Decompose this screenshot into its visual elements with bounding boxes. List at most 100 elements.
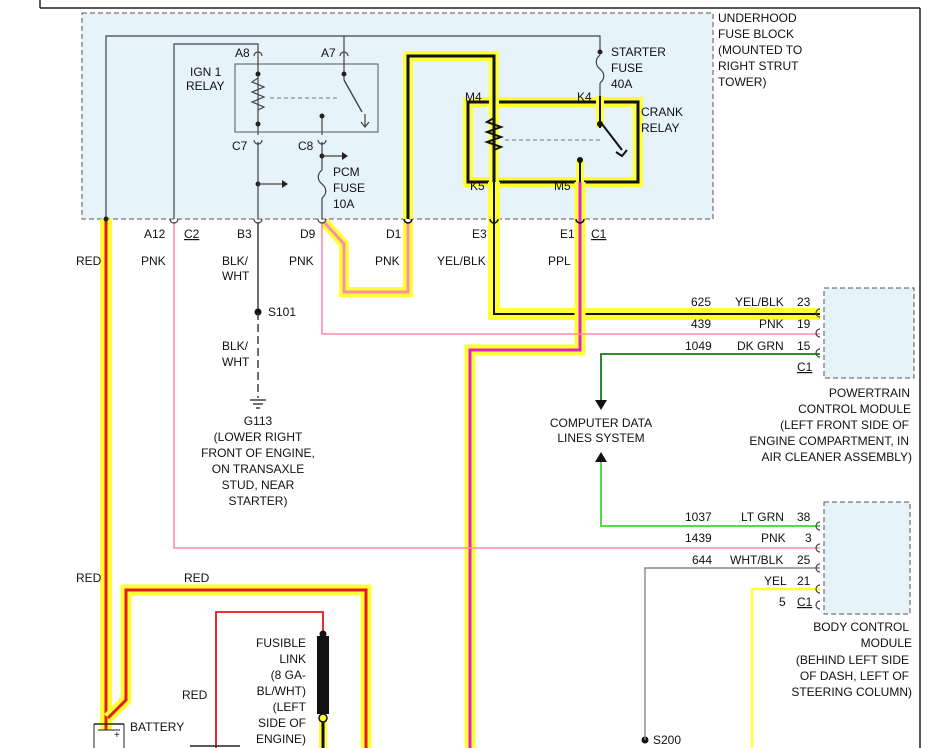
yel-wire: [750, 587, 820, 748]
pin-m5: M5: [554, 179, 571, 193]
fusible-label-2: LINK: [279, 652, 306, 666]
fusible-label-4: BL/WHT): [257, 684, 306, 698]
ign-contact-node-1: [319, 113, 325, 119]
fuse-block-title-1: UNDERHOOD: [718, 11, 797, 25]
bcm-color-yel: YEL: [764, 574, 787, 588]
ign-switch-arm: [343, 79, 363, 113]
splice-s200-label: S200: [653, 733, 681, 747]
m5-inner-node: [577, 157, 583, 163]
ground-label: G113 (LOWER RIGHT FRONT OF ENGINE, ON TR…: [201, 414, 315, 508]
pin-m4: M4: [465, 90, 482, 104]
ground-label-2: (LOWER RIGHT: [214, 430, 303, 444]
pcm-fuse-label-2: FUSE: [333, 181, 365, 195]
pin-a12: A12: [144, 227, 166, 241]
crank-switch-contact: [615, 149, 628, 158]
bcm-label-4: OF DASH, LEFT OF: [800, 669, 909, 683]
bcm-pin-5: 5: [779, 595, 786, 609]
a7-connector: [339, 51, 349, 57]
wire-pnk-d1: PNK: [375, 254, 400, 268]
splice-s101-label: S101: [268, 305, 296, 319]
a8-connector: [253, 51, 263, 57]
pin-a7: A7: [321, 46, 336, 60]
ign-relay-label-1: IGN 1: [190, 65, 222, 79]
d9-d1-pink-wire: [322, 220, 410, 294]
ign-1-relay: IGN 1 RELAY A8 A7 C7 C8: [173, 36, 379, 219]
wire-blk-wht-top-2: WHT: [222, 269, 250, 283]
wire-pnk-a12: PNK: [141, 254, 166, 268]
data-lines-label-2: LINES SYSTEM: [557, 431, 644, 445]
pcm-pin-19: 19: [797, 317, 811, 331]
fusible-link-label: FUSIBLE LINK (8 GA- BL/WHT) (LEFT SIDE O…: [256, 636, 307, 746]
pcm-color-pnk: PNK: [759, 317, 784, 331]
starter-fuse-icon: [595, 54, 605, 84]
wire-yel-blk: YEL/BLK: [437, 254, 486, 268]
pcm-label-1: POWERTRAIN: [829, 386, 910, 400]
wire-blk-wht-bottom-2: WHT: [222, 355, 250, 369]
bcm-circuit-1439: 1439: [685, 531, 712, 545]
pin-d1: D1: [386, 227, 402, 241]
wire-blk-wht-top-1: BLK/: [222, 254, 249, 268]
bcm-label-3: (BEHIND LEFT SIDE: [796, 653, 909, 667]
pcm-fuse-label-1: PCM: [333, 165, 360, 179]
bcm-color-wht-blk: WHT/BLK: [730, 553, 783, 567]
d1-wire: [406, 54, 496, 219]
pin-k4: K4: [577, 90, 592, 104]
pin-a8: A8: [235, 46, 250, 60]
data-lines-label-1: COMPUTER DATA: [550, 416, 652, 430]
pcm-circuit-439: 439: [691, 317, 711, 331]
bcm-color-lt-grn: LT GRN: [741, 510, 784, 524]
crank-coil-icon: [484, 117, 504, 151]
fusible-link-body: [317, 636, 329, 714]
a8-feed-wire: [173, 43, 259, 219]
pcm-color-yel-blk: YEL/BLK: [735, 295, 784, 309]
fuse-block-title-5: TOWER): [718, 75, 766, 89]
fusible-label-6: SIDE OF: [258, 716, 306, 730]
pcm-fuse-branch-arrow-icon: [342, 152, 348, 160]
bcm-connector-c1: C1: [797, 595, 813, 609]
fusible-label-5: (LEFT: [273, 700, 307, 714]
pin-d9: D9: [300, 227, 316, 241]
c7-branch-arrow-icon: [282, 180, 288, 188]
pcm-fuse: PCM FUSE 10A: [317, 142, 365, 219]
pcm-connector-c1: C1: [797, 360, 813, 374]
pcm-box: [823, 287, 915, 379]
internal-bus-wire: [105, 35, 601, 219]
crank-switch-node: [597, 121, 603, 127]
pcm-fuse-label-3: 10A: [333, 197, 354, 211]
wire-red-mid-left: RED: [76, 571, 102, 585]
ground-label-6: STARTER): [229, 494, 288, 508]
pcm-circuit-1049: 1049: [685, 339, 712, 353]
pcm-connector-pins: [815, 308, 821, 358]
starter-fuse-node: [597, 49, 603, 55]
pcm-pin-23: 23: [797, 295, 811, 309]
bcm-pin-21: 21: [797, 574, 811, 588]
crank-relay-box: [466, 100, 640, 184]
block-pin-connectors: [103, 216, 585, 224]
battery-icon: +: [93, 723, 240, 748]
crank-switch-arm: [601, 123, 623, 151]
data-up-arrow-icon: [595, 452, 607, 462]
bcm-label-1: BODY CONTROL: [813, 620, 909, 634]
powertrain-control-module: 625 YEL/BLK 23 439 PNK 19 1049 DK GRN 15…: [685, 287, 915, 464]
bcm-circuit-644: 644: [692, 553, 712, 567]
pcm-label-3: (LEFT FRONT SIDE OF: [780, 418, 909, 432]
starter-fuse-label-3: 40A: [611, 77, 632, 91]
wht-blk-wire: [644, 567, 820, 740]
ground-label-1: G113: [244, 414, 273, 428]
pin-b3: B3: [237, 227, 252, 241]
pin-e1: E1: [560, 227, 575, 241]
bcm-connector-pins: [815, 521, 821, 610]
bcm-circuit-1037: 1037: [685, 510, 712, 524]
starter-fuse-label-1: STARTER: [611, 45, 666, 59]
wire-red-mid: RED: [184, 571, 210, 585]
fusible-label-7: ENGINE): [256, 732, 306, 746]
pcm-pin-15: 15: [797, 339, 811, 353]
bcm-color-pnk: PNK: [761, 531, 786, 545]
ppl-wire: [468, 182, 582, 748]
ign-contact-arrow: [360, 121, 370, 128]
ign-relay-box: [234, 63, 379, 133]
red-fusible-wire: [215, 611, 324, 748]
bcm-pin-25: 25: [797, 553, 811, 567]
pin-e3: E3: [472, 227, 487, 241]
fusible-link-node-bottom: [318, 713, 328, 723]
